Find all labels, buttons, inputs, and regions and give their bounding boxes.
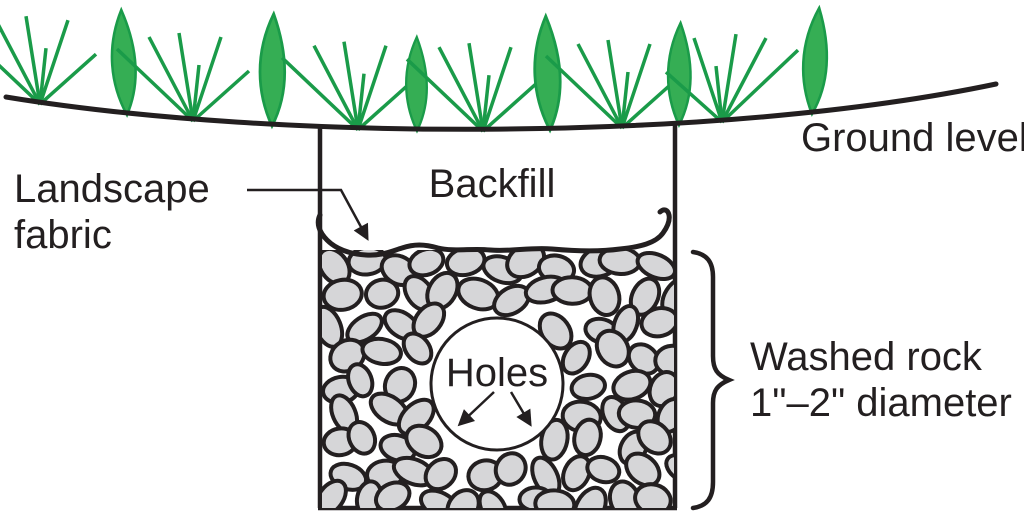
grass-tuft [0, 14, 98, 106]
landscape-fabric-label-line2: fabric [14, 213, 112, 257]
rock [346, 362, 375, 399]
backfill-label: Backfill [429, 162, 556, 206]
rock [587, 275, 622, 317]
rock [611, 368, 653, 402]
rock [594, 328, 631, 369]
rock [493, 451, 528, 487]
rock [505, 250, 547, 280]
rock [639, 306, 674, 339]
washed-rock-layer [322, 250, 674, 508]
rock [407, 250, 446, 278]
rock [322, 478, 348, 508]
rock [404, 423, 444, 460]
washed-rock-label-line2: 1"–2" diameter [750, 381, 1012, 425]
landscape-fabric-leader-arrow [247, 188, 369, 241]
washed-rock-label-line1: Washed rock [750, 335, 983, 379]
washed-rock-brace [690, 249, 735, 511]
ground-level-label: Ground level [801, 116, 1024, 160]
holes-arrow-right [509, 391, 532, 427]
rock [633, 482, 673, 508]
grass-tuft [544, 38, 680, 130]
holes-arrow-left [457, 391, 495, 427]
rock [560, 339, 592, 376]
holes-label: Holes [446, 351, 548, 395]
rock [322, 277, 364, 312]
rock [477, 489, 509, 508]
rock [624, 451, 662, 488]
rock [626, 342, 661, 376]
ground-line [3, 81, 999, 132]
rock [423, 457, 458, 492]
rock [444, 250, 487, 278]
grass-leaf [797, 5, 833, 117]
rock [635, 250, 674, 282]
rock [585, 454, 622, 485]
grass-leaf [256, 12, 289, 128]
rock [664, 453, 674, 485]
landscape-fabric-label-line1: Landscape [14, 167, 210, 211]
grass-tuft [280, 39, 416, 132]
rock [636, 419, 673, 456]
rock [572, 485, 608, 508]
grass-leaf [404, 35, 429, 133]
rock [360, 336, 403, 366]
rock [561, 454, 593, 493]
grass-leaf [532, 14, 563, 132]
rock [373, 480, 412, 508]
holes-arrows [457, 391, 532, 427]
rock [550, 275, 594, 306]
rock [533, 488, 577, 508]
rock [418, 488, 460, 508]
rock [445, 488, 481, 508]
rock [346, 420, 378, 456]
rock [364, 277, 401, 310]
rock [569, 372, 607, 402]
landscape-fabric-line [315, 207, 672, 258]
rock [539, 417, 570, 462]
